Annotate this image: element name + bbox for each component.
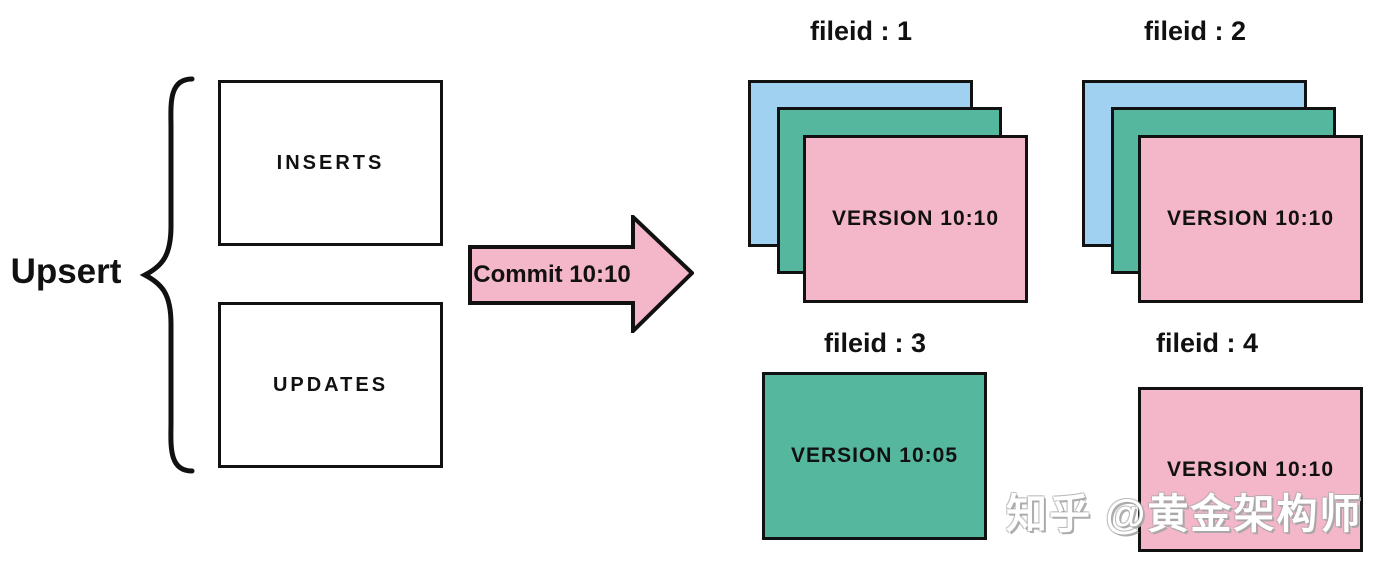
file-3-current-version-card: VERSION 10:05	[762, 372, 987, 540]
commit-arrow-icon	[468, 215, 694, 333]
inserts-label: INSERTS	[276, 151, 385, 174]
curly-brace	[139, 76, 195, 474]
zhihu-watermark: 知乎 @黄金架构师	[1006, 491, 1363, 537]
updates-label: UPDATES	[272, 373, 389, 396]
updates-box: UPDATES	[218, 302, 443, 468]
inserts-box: INSERTS	[218, 80, 443, 246]
file-4-version-text: VERSION 10:10	[1166, 457, 1335, 481]
file-1-current-version-card: VERSION 10:10	[803, 135, 1028, 303]
fileid-2-label: fileid : 2	[1143, 16, 1246, 46]
file-1-version-text: VERSION 10:10	[831, 207, 1000, 230]
file-2-current-version-card: VERSION 10:10	[1138, 135, 1363, 303]
commit-arrow-label: Commit 10:10	[473, 261, 631, 288]
fileid-3-label: fileid : 3	[823, 328, 926, 358]
fileid-1-label: fileid : 1	[809, 16, 912, 46]
upsert-label: Upsert	[10, 252, 122, 291]
fileid-4-label: fileid : 4	[1155, 328, 1258, 358]
file-4-current-version-card: VERSION 10:10	[1138, 387, 1363, 552]
file-3-version-text: VERSION 10:05	[790, 444, 959, 467]
file-2-version-text: VERSION 10:10	[1166, 207, 1335, 230]
